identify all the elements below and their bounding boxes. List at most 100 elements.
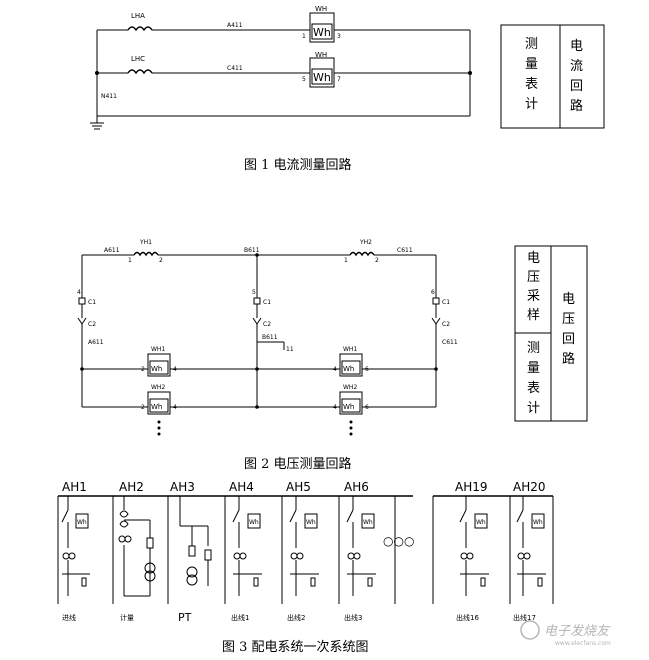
legend-char: 计 bbox=[527, 401, 540, 416]
fuse-label: C1 bbox=[442, 299, 450, 306]
pt-icon bbox=[144, 562, 156, 574]
pt1-coil bbox=[133, 251, 159, 257]
meter-wh-icon bbox=[361, 513, 375, 529]
cabinet-label: AH4 bbox=[229, 480, 254, 494]
wire-label: C411 bbox=[227, 65, 243, 72]
legend-char: 表 bbox=[525, 77, 538, 92]
meter-title: WH bbox=[315, 51, 327, 59]
fuse-label: C1 bbox=[263, 299, 271, 306]
legend-char: 测 bbox=[527, 341, 540, 356]
feeder-label: 出线3 bbox=[344, 613, 362, 622]
watermark-text: 电子发烧友 bbox=[544, 624, 611, 639]
legend-char: 采 bbox=[527, 289, 540, 304]
meter-title: WH bbox=[315, 5, 327, 13]
terminal-label: 6 bbox=[365, 404, 369, 411]
fig1-current-circuit: WH WH Wh Wh 1 3 5 7 LHA LHC A411 C411 N4… bbox=[90, 5, 605, 173]
wire-label: A611 bbox=[88, 339, 104, 346]
feeder-label: PT bbox=[178, 611, 192, 624]
meter-wh-icon bbox=[75, 513, 89, 529]
figure-caption: 图 1 电流测量回路 bbox=[244, 157, 352, 173]
wire-label: B611 bbox=[244, 247, 260, 254]
legend-char: 回 bbox=[570, 79, 583, 94]
fuse-label: C1 bbox=[88, 299, 96, 306]
wire-label: 11 bbox=[286, 346, 294, 353]
pt-label: YH1 bbox=[139, 239, 152, 246]
pt-label: YH2 bbox=[359, 239, 372, 246]
meter-symbol: Wh bbox=[151, 365, 162, 373]
terminal-label: 2 bbox=[159, 257, 163, 264]
feeder-label: 出线17 bbox=[513, 613, 536, 622]
switch-icon bbox=[252, 317, 262, 330]
fuse-icon bbox=[253, 297, 261, 305]
meter-symbol: Wh bbox=[343, 365, 354, 373]
terminal-label: 6 bbox=[431, 289, 435, 296]
feeder-ah2 bbox=[118, 496, 156, 597]
feeder-ah5: Wh bbox=[289, 496, 319, 596]
legend-char: 压 bbox=[562, 312, 575, 327]
fuse-icon bbox=[78, 297, 86, 305]
switch-label: C2 bbox=[263, 321, 271, 328]
wire-label: A611 bbox=[104, 247, 120, 254]
meter-symbol: Wh bbox=[249, 519, 259, 526]
ellipsis-marker: ○○○ bbox=[383, 534, 414, 548]
watermark-url: www.elecfans.com bbox=[555, 640, 611, 647]
wire-label: B611 bbox=[262, 334, 278, 341]
meter-symbol: Wh bbox=[77, 519, 87, 526]
feeder-label: 出线16 bbox=[456, 613, 479, 622]
legend-char: 压 bbox=[527, 270, 540, 285]
meter-title: WH2 bbox=[151, 384, 165, 391]
fuse-icon bbox=[432, 297, 440, 305]
legend-char: 计 bbox=[525, 97, 538, 112]
pt2-coil bbox=[349, 251, 375, 257]
legend-char: 量 bbox=[525, 57, 538, 72]
terminal-label: 4 bbox=[173, 366, 177, 373]
legend-char: 样 bbox=[527, 308, 540, 323]
legend-char: 路 bbox=[570, 98, 583, 114]
terminal-label: 5 bbox=[302, 76, 306, 83]
terminal-label: 4 bbox=[173, 404, 177, 411]
meter-wh-icon bbox=[247, 513, 261, 529]
feeder-label: 计量 bbox=[120, 613, 134, 622]
wire-label: C611 bbox=[397, 247, 413, 254]
feeder-ah1: Wh bbox=[61, 496, 90, 596]
wire-label: N411 bbox=[101, 93, 117, 100]
meter-title: WH1 bbox=[151, 346, 165, 353]
meter-wh-icon bbox=[474, 513, 488, 529]
legend-char: 表 bbox=[527, 381, 540, 396]
fig3-primary-system: AH1 AH2 AH3 AH4 AH5 AH6 AH19 AH20 Wh bbox=[57, 480, 554, 655]
ct-c-coil bbox=[127, 69, 153, 75]
switch-label: C2 bbox=[442, 321, 450, 328]
ct-a-coil bbox=[127, 26, 153, 32]
meter-symbol: Wh bbox=[476, 519, 486, 526]
cabinet-label: AH1 bbox=[62, 480, 87, 494]
terminal-label: 1 bbox=[344, 257, 348, 264]
meter-wh-icon bbox=[304, 513, 318, 529]
legend-char: 回 bbox=[562, 332, 575, 347]
cabinet-label: AH2 bbox=[119, 480, 144, 494]
legend-char: 电 bbox=[570, 39, 583, 54]
fig2-voltage-circuit: WH1 WH2 WH1 WH2 Wh Wh Wh Wh A611 B611 C6… bbox=[77, 239, 588, 472]
legend-char: 测 bbox=[525, 37, 538, 52]
legend-char: 电 bbox=[562, 292, 575, 307]
feeder-ah3 bbox=[179, 496, 212, 586]
terminal-label: 5 bbox=[252, 289, 256, 296]
cabinet-label: AH5 bbox=[286, 480, 311, 494]
continuation-dots bbox=[157, 420, 353, 436]
terminal-label: 4 bbox=[77, 289, 81, 296]
fig1-legend-box bbox=[500, 24, 605, 129]
terminal-label: 2 bbox=[141, 404, 145, 411]
feeder-ah19: Wh bbox=[459, 496, 489, 596]
feeder-label: 进线 bbox=[62, 613, 76, 622]
watermark: 电子发烧友 www.elecfans.com bbox=[520, 620, 611, 647]
legend-char: 流 bbox=[570, 59, 583, 74]
ct-label: LHA bbox=[131, 12, 145, 20]
figure-caption: 图 2 电压测量回路 bbox=[244, 456, 352, 472]
logo-icon bbox=[520, 620, 540, 640]
feeder-ah4: Wh bbox=[232, 496, 262, 596]
terminal-label: 1 bbox=[128, 257, 132, 264]
terminal-label: 2 bbox=[141, 366, 145, 373]
feeder-label: 出线1 bbox=[231, 613, 249, 622]
meter-wh-icon bbox=[531, 513, 545, 529]
meter-title: WH1 bbox=[343, 346, 357, 353]
